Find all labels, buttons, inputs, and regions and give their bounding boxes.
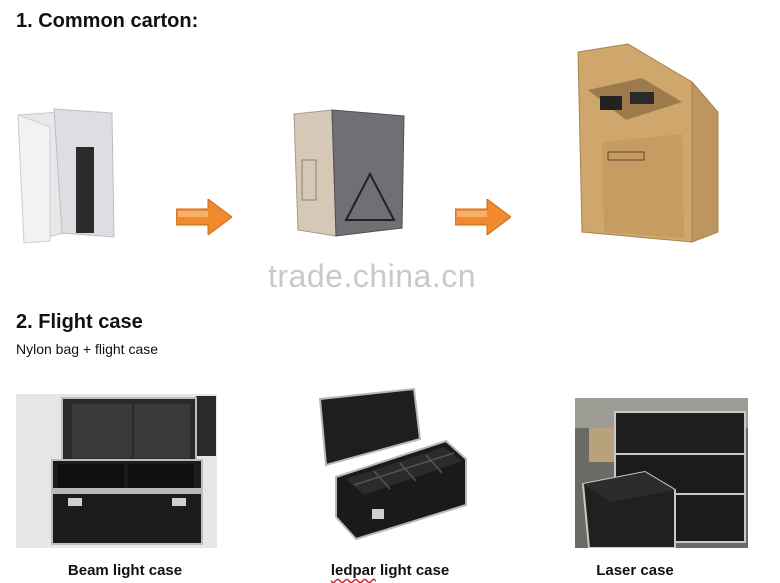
product-in-foam-image: [14, 105, 120, 245]
beam-light-case-image: [16, 394, 217, 548]
closed-carton-image: [288, 108, 408, 240]
watermark-text: trade.china.cn: [268, 258, 477, 294]
section-2-title: 2. Flight case: [16, 311, 143, 333]
arrow-right-icon: [455, 199, 511, 235]
section-2-subtitle: Nylon bag + flight case: [16, 341, 159, 357]
open-carton-image: [572, 42, 722, 246]
ledpar-light-case-image: [316, 387, 468, 549]
arrow-right-icon: [176, 199, 232, 235]
laser-case-image: [575, 398, 748, 549]
section-1-title: 1. Common carton:: [16, 10, 199, 32]
ledpar-light-case-caption: ledpar light case: [300, 562, 480, 579]
laser-case-caption: Laser case: [596, 562, 674, 579]
beam-light-case-caption: Beam light case: [67, 562, 183, 579]
ledpar-word: ledpar: [330, 562, 376, 579]
light-case-word: light case: [375, 562, 450, 579]
